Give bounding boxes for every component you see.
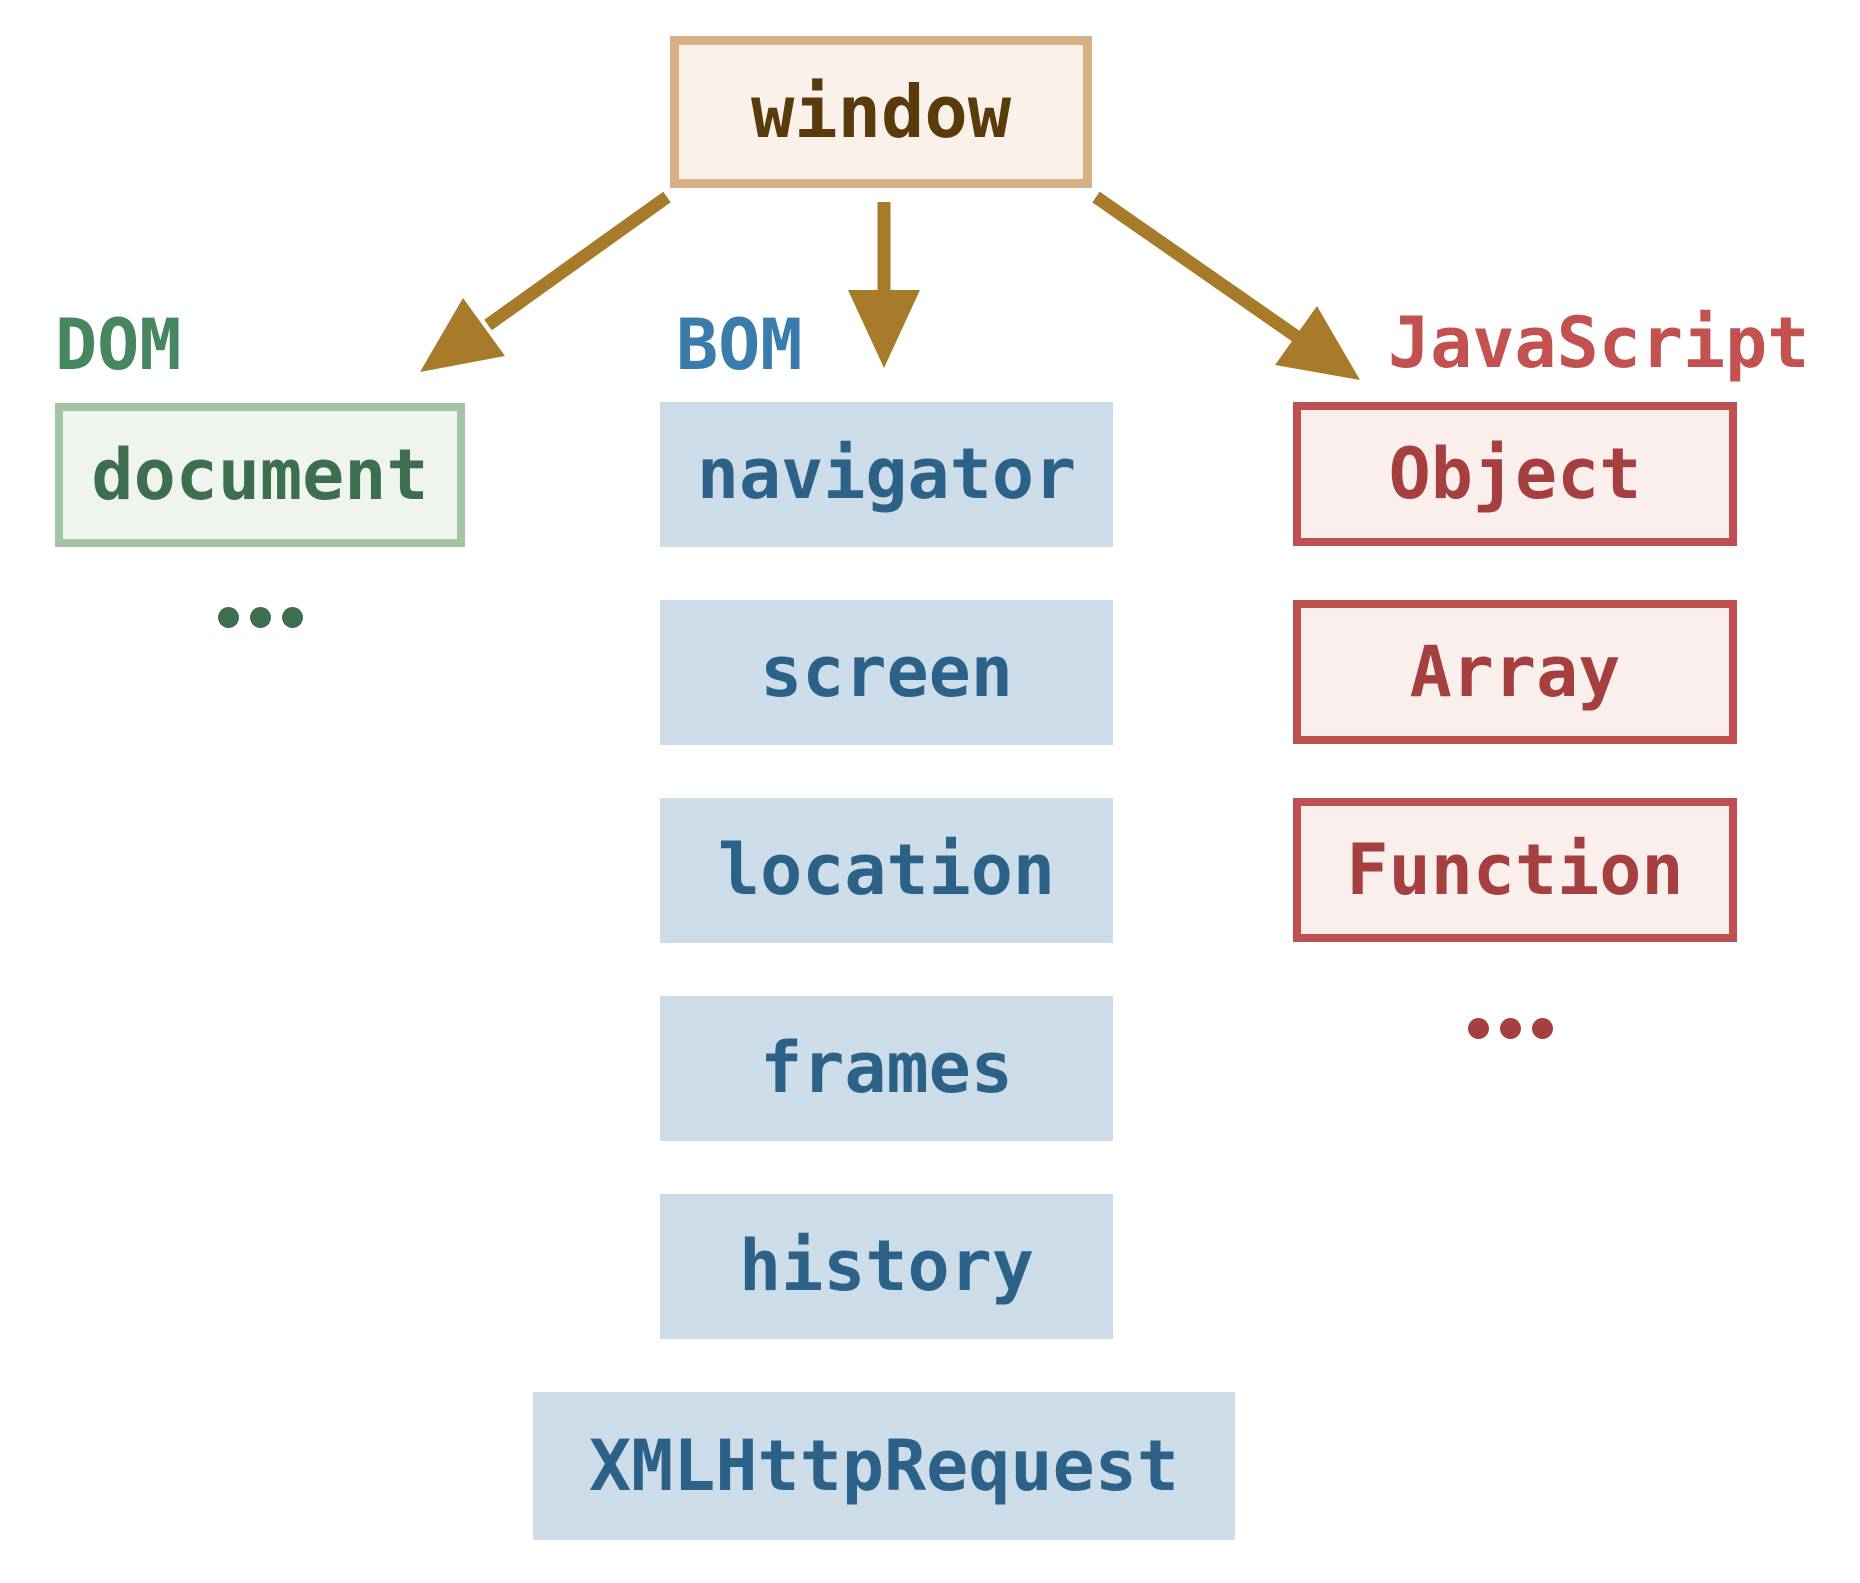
screen-box: screen: [660, 600, 1113, 745]
function-box: Function: [1293, 798, 1737, 942]
xmlhttprequest-box: XMLHttpRequest: [533, 1392, 1235, 1540]
history-box-label: history: [738, 1225, 1034, 1307]
array-box: Array: [1293, 600, 1737, 744]
window-box: window: [670, 36, 1092, 188]
js-ellipsis: [1468, 1018, 1553, 1039]
object-box: Object: [1293, 402, 1737, 546]
navigator-box-label: navigator: [696, 433, 1077, 515]
window-to-dom-arrow: [420, 191, 671, 372]
window-to-js-arrow: [1092, 191, 1360, 380]
dot-icon: [250, 607, 271, 628]
dom-ellipsis: [218, 607, 303, 628]
object-box-label: Object: [1388, 433, 1642, 515]
javascript-column-label: JavaScript: [1388, 302, 1810, 384]
frames-box-label: frames: [760, 1027, 1013, 1109]
frames-box: frames: [660, 996, 1113, 1141]
dom-column-label: DOM: [55, 304, 182, 386]
dot-icon: [1468, 1018, 1489, 1039]
function-box-label: Function: [1346, 829, 1684, 911]
window-to-bom-arrow: [848, 202, 920, 368]
document-box-label: document: [91, 434, 429, 516]
document-box: document: [55, 403, 465, 547]
window-box-label: window: [750, 70, 1012, 154]
bom-column-label: BOM: [676, 304, 803, 386]
array-box-label: Array: [1409, 631, 1621, 713]
dot-icon: [218, 607, 239, 628]
location-box-label: location: [717, 829, 1056, 911]
screen-box-label: screen: [760, 631, 1013, 713]
history-box: history: [660, 1194, 1113, 1339]
dot-icon: [1532, 1018, 1553, 1039]
dot-icon: [1500, 1018, 1521, 1039]
location-box: location: [660, 798, 1113, 943]
navigator-box: navigator: [660, 402, 1113, 547]
dot-icon: [282, 607, 303, 628]
xmlhttprequest-box-label: XMLHttpRequest: [588, 1425, 1179, 1507]
